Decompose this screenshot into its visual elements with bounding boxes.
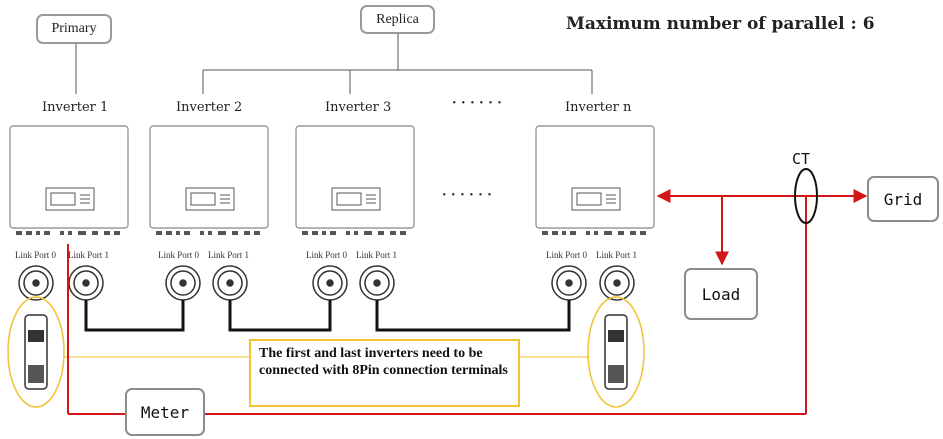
- inverter-unit-1: [9, 125, 129, 235]
- inverter-3-port1-label: Link Port 1: [356, 250, 398, 260]
- inverter-1-label: Inverter 1: [42, 100, 109, 115]
- link-cables: [84, 300, 571, 332]
- meter-label: Meter: [140, 402, 190, 422]
- replica-label: Replica: [376, 11, 419, 27]
- inverter-3-port0-label: Link Port 0: [306, 250, 348, 260]
- meter-box: Meter: [125, 388, 205, 436]
- ct-label: CT: [792, 150, 811, 168]
- replica-label-box: Replica: [360, 5, 435, 34]
- port-3-0: [312, 265, 348, 301]
- terminal-note: The first and last inverters need to be …: [249, 339, 520, 407]
- ellipsis-top: · · · · · ·: [452, 96, 502, 111]
- port-1-0: [18, 265, 54, 301]
- inverter-n-label: Inverter n: [565, 100, 632, 115]
- link-port-connectors: [18, 265, 635, 301]
- ellipsis-middle: · · · · · ·: [442, 188, 492, 203]
- port-2-0: [165, 265, 201, 301]
- inverter-2-port0-label: Link Port 0: [158, 250, 200, 260]
- diagram-title: Maximum number of parallel : 6: [566, 14, 875, 34]
- port-3-1: [359, 265, 395, 301]
- terminal-note-text: The first and last inverters need to be …: [259, 346, 508, 378]
- primary-label: Primary: [51, 21, 97, 36]
- port-2-1: [212, 265, 248, 301]
- inverter-3-label: Inverter 3: [325, 100, 392, 115]
- inverter-unit-3: [295, 125, 415, 235]
- terminal-right: [587, 296, 645, 408]
- inverter-2-label: Inverter 2: [176, 100, 243, 115]
- replica-bracket: [202, 33, 593, 94]
- inverter-n-port1-label: Link Port 1: [596, 250, 638, 260]
- port-n-1: [599, 265, 635, 301]
- load-box: Load: [684, 268, 758, 320]
- primary-label-box: Primary: [36, 14, 112, 44]
- port-1-1: [68, 265, 104, 301]
- power-lines: [67, 189, 868, 415]
- grid-box: Grid: [867, 176, 939, 222]
- port-n-0: [551, 265, 587, 301]
- inverter-2-port1-label: Link Port 1: [208, 250, 250, 260]
- grid-label: Grid: [883, 189, 923, 209]
- load-label: Load: [701, 284, 741, 304]
- inverter-1-port1-label: Link Port 1: [68, 250, 110, 260]
- inverter-n-port0-label: Link Port 0: [546, 250, 588, 260]
- inverter-unit-2: [149, 125, 269, 235]
- terminal-left: [7, 296, 65, 408]
- ct-clamp: [794, 168, 818, 224]
- inverter-1-port0-label: Link Port 0: [15, 250, 57, 260]
- inverter-unit-n: [535, 125, 655, 235]
